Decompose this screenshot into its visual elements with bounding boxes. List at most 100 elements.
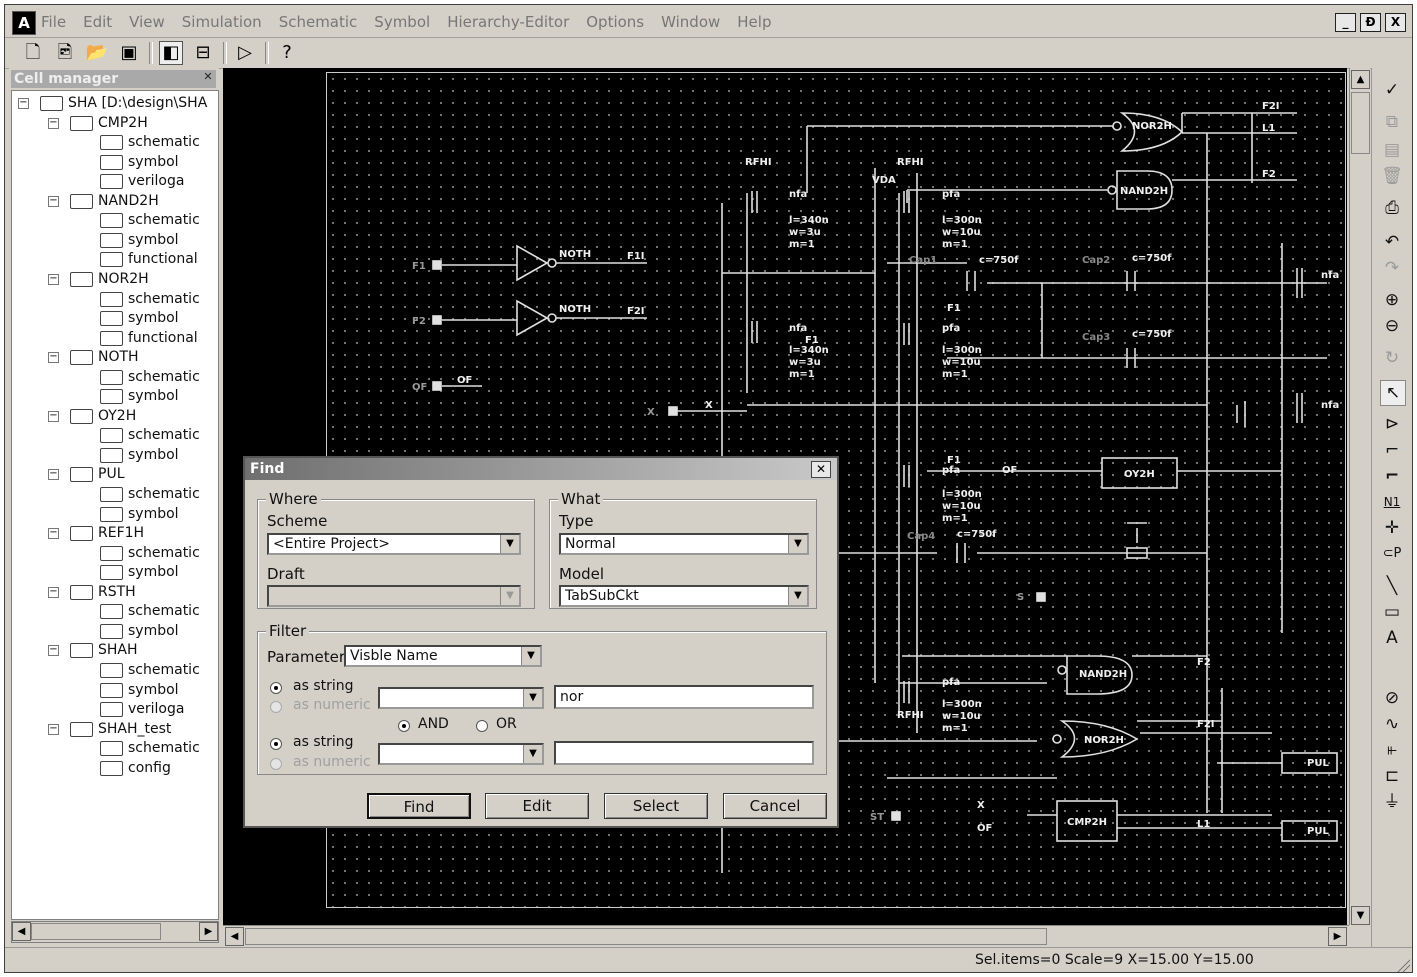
- menu-file[interactable]: File: [41, 13, 67, 31]
- restore-button[interactable]: Ɖ: [1360, 13, 1381, 32]
- zoom-in-icon[interactable]: ⊕: [1384, 290, 1400, 310]
- tree-view-item[interactable]: functional: [128, 329, 198, 346]
- scroll-thumb[interactable]: [31, 923, 161, 940]
- scroll-left-icon[interactable]: ◀: [225, 927, 244, 946]
- as-numeric-radio-1[interactable]: [270, 701, 282, 713]
- tree-cell-item[interactable]: RSTH: [98, 583, 136, 600]
- scroll-thumb[interactable]: [1351, 92, 1370, 154]
- menu-simulation[interactable]: Simulation: [181, 13, 262, 31]
- layout-top-icon[interactable]: ⊟: [195, 42, 211, 63]
- expand-icon[interactable]: −: [48, 272, 59, 285]
- tree-cell-item[interactable]: PUL: [98, 466, 125, 483]
- operator-select-1[interactable]: ▼: [378, 687, 544, 709]
- ground-icon[interactable]: ⏚: [1383, 792, 1401, 812]
- image-icon[interactable]: 🖻: [57, 42, 73, 63]
- bus-icon[interactable]: ⌐: [1384, 466, 1400, 486]
- save-all-icon[interactable]: ▣: [120, 42, 138, 63]
- undo-icon[interactable]: ↶: [1384, 232, 1400, 252]
- delete-icon[interactable]: 🗑: [1381, 166, 1403, 186]
- select-button[interactable]: Select: [604, 793, 708, 819]
- tree-view-item[interactable]: schematic: [128, 603, 200, 620]
- capacitor-icon[interactable]: ⊏: [1384, 766, 1400, 786]
- tree-cell-item[interactable]: SHAH_test: [98, 720, 172, 737]
- close-icon[interactable]: ✕: [811, 461, 831, 478]
- tree-view-item[interactable]: symbol: [128, 446, 179, 463]
- expand-icon[interactable]: −: [48, 409, 59, 422]
- chevron-down-icon[interactable]: ▼: [788, 535, 807, 553]
- help-icon[interactable]: ?: [282, 42, 292, 63]
- expand-icon[interactable]: −: [48, 351, 59, 364]
- or-radio[interactable]: [476, 720, 488, 732]
- close-button[interactable]: X: [1385, 13, 1406, 32]
- tree-view-item[interactable]: config: [128, 759, 171, 776]
- pointer-icon[interactable]: ↖: [1380, 380, 1406, 406]
- scroll-up-icon[interactable]: ▲: [1351, 70, 1370, 89]
- pin-icon[interactable]: ⊂P: [1382, 546, 1402, 561]
- tree-view-item[interactable]: schematic: [128, 740, 200, 757]
- tree-view-item[interactable]: symbol: [128, 681, 179, 698]
- open-folder-icon[interactable]: 📂: [85, 42, 109, 63]
- tree-view-item[interactable]: symbol: [128, 231, 179, 248]
- scroll-left-icon[interactable]: ◀: [12, 922, 31, 941]
- copy-icon[interactable]: ⧉: [1385, 112, 1399, 132]
- tree-view-item[interactable]: symbol: [128, 153, 179, 170]
- parameter-select[interactable]: Visble Name ▼: [344, 645, 542, 667]
- tree-cell-item[interactable]: CMP2H: [98, 114, 148, 131]
- new-file-icon[interactable]: 🗋: [25, 42, 41, 63]
- as-numeric-radio-2[interactable]: [270, 758, 282, 770]
- value-input-2[interactable]: [554, 741, 814, 765]
- tree-view-item[interactable]: symbol: [128, 310, 179, 327]
- tree-view-item[interactable]: symbol: [128, 505, 179, 522]
- tree-cell-item[interactable]: NOTH: [98, 349, 139, 366]
- tree-view-item[interactable]: schematic: [128, 212, 200, 229]
- value-input-1[interactable]: nor: [554, 685, 814, 709]
- minimize-button[interactable]: _: [1335, 13, 1356, 32]
- scroll-right-icon[interactable]: ▶: [199, 922, 218, 941]
- menu-symbol[interactable]: Symbol: [374, 13, 431, 31]
- operator-select-2[interactable]: ▼: [378, 743, 544, 765]
- tree-view-item[interactable]: schematic: [128, 427, 200, 444]
- text-icon[interactable]: A: [1386, 628, 1398, 648]
- as-string-radio-1[interactable]: [270, 682, 282, 694]
- scroll-thumb[interactable]: [245, 928, 1047, 945]
- scroll-right-icon[interactable]: ▶: [1328, 927, 1347, 946]
- tree-view-item[interactable]: functional: [128, 251, 198, 268]
- tree-cell-item[interactable]: NAND2H: [98, 192, 159, 209]
- tree-view-item[interactable]: schematic: [128, 368, 200, 385]
- menu-hierarchy-editor[interactable]: Hierarchy-Editor: [447, 13, 570, 31]
- tree-view-item[interactable]: veriloga: [128, 173, 185, 190]
- print-icon[interactable]: ⎙: [1385, 198, 1399, 218]
- tree-cell-item[interactable]: REF1H: [98, 525, 145, 542]
- tree-root-item[interactable]: SHA [D:\design\SHA: [68, 95, 208, 111]
- expand-icon[interactable]: −: [48, 116, 59, 129]
- expand-icon[interactable]: −: [48, 527, 59, 540]
- as-string-radio-2[interactable]: [270, 738, 282, 750]
- gate-tool-icon[interactable]: ⊳: [1384, 414, 1400, 434]
- expand-icon[interactable]: −: [48, 722, 59, 735]
- junction-icon[interactable]: ✛: [1384, 518, 1400, 538]
- edit-button[interactable]: Edit: [485, 793, 589, 819]
- menu-window[interactable]: Window: [661, 13, 721, 31]
- tree-view-item[interactable]: symbol: [128, 622, 179, 639]
- zoom-out-icon[interactable]: ⊖: [1384, 316, 1400, 336]
- tree-cell-item[interactable]: NOR2H: [98, 270, 149, 287]
- paste-icon[interactable]: ▤: [1383, 140, 1401, 160]
- tree-view-item[interactable]: schematic: [128, 486, 200, 502]
- find-button[interactable]: Find: [367, 793, 471, 819]
- tree-cell-item[interactable]: OY2H: [98, 407, 137, 424]
- check-icon[interactable]: ✓: [1384, 80, 1400, 100]
- menu-view[interactable]: View: [129, 13, 165, 31]
- refresh-icon[interactable]: ↻: [1384, 348, 1400, 368]
- run-icon[interactable]: ▷: [238, 42, 252, 63]
- menu-options[interactable]: Options: [586, 13, 645, 31]
- tree-view-item[interactable]: schematic: [128, 544, 200, 561]
- model-select[interactable]: TabSubCkt ▼: [559, 585, 809, 607]
- redo-icon[interactable]: ↷: [1384, 258, 1400, 278]
- tree-view-item[interactable]: symbol: [128, 564, 179, 581]
- menu-schematic[interactable]: Schematic: [278, 13, 358, 31]
- scroll-down-icon[interactable]: ▼: [1351, 906, 1370, 925]
- chevron-down-icon[interactable]: ▼: [500, 535, 519, 553]
- draft-select[interactable]: ▼: [267, 585, 521, 607]
- transistor-icon[interactable]: ⫦: [1387, 740, 1397, 760]
- resistor-icon[interactable]: ∿: [1384, 714, 1400, 734]
